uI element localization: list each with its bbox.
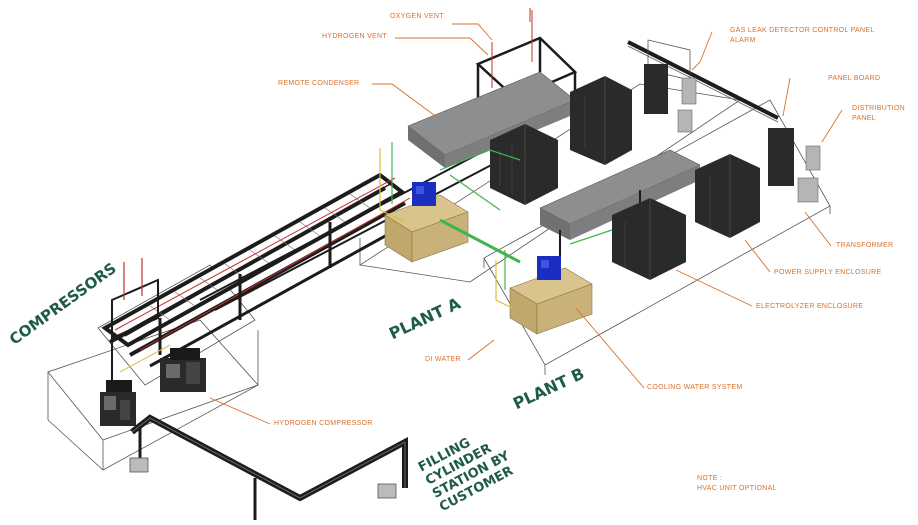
oxygen-vent-label: OXYGEN VENT [390, 13, 444, 20]
di-water-label: DI WATER [425, 356, 461, 363]
note-text: HVAC UNIT OPTIONAL [697, 485, 777, 492]
pipe-support-base [377, 483, 397, 499]
power-supply-enclosure-label: POWER SUPPLY ENCLOSURE [774, 269, 882, 276]
electrical-gear [627, 39, 821, 203]
plant-a-equipment [379, 10, 632, 263]
filling-station-pipe [129, 414, 408, 520]
power-supply-enclosure-a [570, 76, 632, 165]
transformer-label: TRANSFORMER [836, 242, 894, 249]
distribution-panel [805, 145, 821, 171]
electrolyzer-enclosure-b [612, 198, 686, 280]
di-water-line [439, 218, 521, 264]
hydrogen-vent-label: HYDROGEN VENT [322, 33, 387, 40]
cooling-water-tank-a [384, 182, 469, 263]
panel-board-label: PANEL BOARD [828, 75, 881, 82]
cooling-water-system-label: COOLING WATER SYSTEM [647, 384, 743, 391]
remote-condenser-label: REMOTE CONDENSER [278, 80, 360, 87]
hydrogen-compressors [100, 258, 206, 426]
cable-tray [627, 40, 779, 120]
note-heading: NOTE : [697, 475, 723, 482]
compressor-unit-2 [160, 348, 206, 392]
compressor-unit-1 [100, 380, 136, 426]
alarm-panel [681, 77, 697, 105]
pipe-rack [101, 139, 521, 368]
hydrogen-compressor-label: HYDROGEN COMPRESSOR [274, 420, 373, 427]
distribution-panel-label: DISTRIBUTION [852, 105, 905, 112]
pipe-support-base [129, 457, 149, 473]
callout-leaders [209, 23, 843, 425]
transformer [797, 177, 819, 203]
cooling-water-tank-b [509, 256, 593, 335]
alarm-label: ALARM [730, 37, 756, 44]
power-supply-enclosure-b [695, 154, 760, 238]
gas-leak-detector-panel [644, 64, 668, 114]
compressor-upper-frame [97, 264, 256, 386]
electrolyzer-enclosure-label: ELECTROLYZER ENCLOSURE [756, 303, 864, 310]
gas-leak-detector-label: GAS LEAK DETECTOR CONTROL PANEL [730, 27, 875, 34]
plant-b-equipment [495, 149, 760, 335]
distribution-panel-label-2: PANEL [852, 115, 876, 122]
panel-board [768, 128, 794, 186]
electrolyzer-enclosure-a [490, 124, 558, 205]
